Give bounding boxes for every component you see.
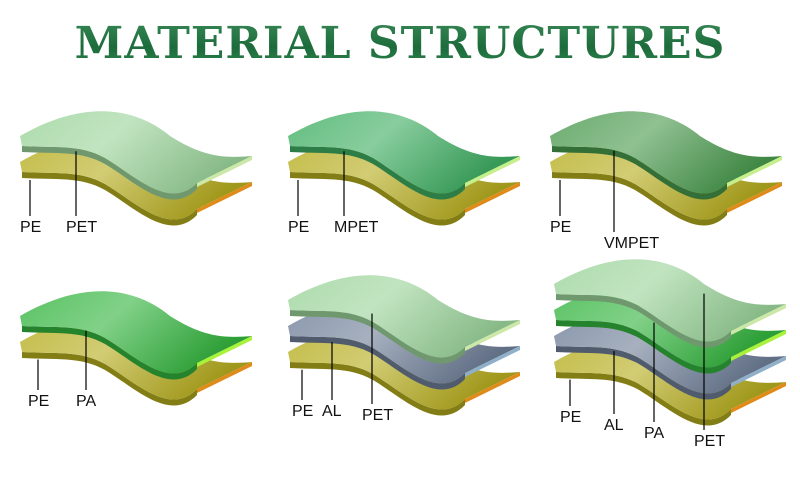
layer-label: PET: [362, 407, 393, 424]
layer-label: PE: [560, 409, 581, 426]
layer-underside: [290, 362, 465, 416]
layer-label: PET: [694, 433, 725, 450]
layer-sheet-pet: [554, 259, 786, 342]
layer-underside: [290, 172, 465, 226]
layer-sheet-mpet: [288, 111, 520, 194]
layer-label: PA: [644, 425, 664, 442]
layer-edge-highlight: [197, 362, 252, 393]
structure-1: PE PET: [20, 111, 252, 236]
layer-underside: [556, 320, 731, 374]
structure-3: PE VMPET: [550, 111, 782, 252]
layer-underside: [290, 146, 465, 200]
layer-sheet-pet: [288, 275, 520, 358]
layer-edge-highlight: [727, 182, 782, 213]
layer-label: PE: [288, 219, 309, 236]
layer-sheet-pa: [20, 291, 252, 374]
layer-edge-highlight: [465, 320, 520, 351]
layer-label: PET: [66, 219, 97, 236]
layer-edge-highlight: [731, 382, 786, 413]
structure-4: PE PA: [20, 291, 252, 410]
layer-edge-highlight: [465, 156, 520, 187]
layer-edge-highlight: [731, 356, 786, 387]
structure-2: PE MPET: [288, 111, 520, 236]
layer-edge-highlight: [197, 156, 252, 187]
layer-underside: [290, 336, 465, 390]
layer-edge-highlight: [465, 182, 520, 213]
layer-label: PE: [550, 219, 571, 236]
layer-label: VMPET: [604, 235, 659, 252]
layer-label: PE: [20, 219, 41, 236]
layer-underside: [290, 310, 465, 364]
layer-edge-highlight: [465, 372, 520, 403]
layer-underside: [556, 372, 731, 426]
layer-edge-highlight: [465, 346, 520, 377]
layer-label: AL: [604, 417, 624, 434]
layer-sheet-vmpet: [550, 111, 782, 194]
layer-edge-highlight: [197, 182, 252, 213]
layer-label: AL: [322, 403, 342, 420]
layer-underside: [22, 326, 197, 380]
layer-edge-highlight: [197, 336, 252, 367]
layer-edge-highlight: [731, 330, 786, 361]
layer-underside: [22, 352, 197, 406]
layer-edge-highlight: [731, 304, 786, 335]
layer-underside: [552, 146, 727, 200]
layer-edge-highlight: [727, 156, 782, 187]
layer-underside: [556, 294, 731, 348]
page-title: MATERIAL STRUCTURES: [0, 14, 800, 74]
layer-label: PE: [292, 403, 313, 420]
layer-label: MPET: [334, 219, 379, 236]
layer-underside: [552, 172, 727, 226]
layer-sheet-pet: [20, 111, 252, 194]
layer-underside: [556, 346, 731, 400]
structure-6: PE AL PA PET: [554, 259, 786, 450]
layer-underside: [22, 172, 197, 226]
layer-label: PA: [76, 393, 96, 410]
layer-underside: [22, 146, 197, 200]
layer-label: PE: [28, 393, 49, 410]
structure-5: PE AL PET: [288, 275, 520, 424]
